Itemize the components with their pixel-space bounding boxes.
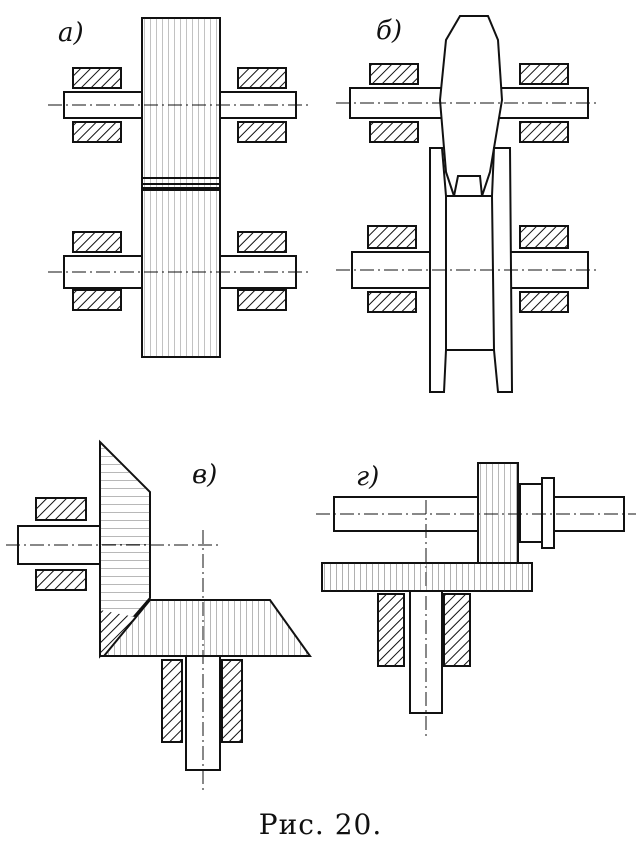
label-b: б) bbox=[376, 16, 403, 46]
axis-lines-g bbox=[316, 500, 636, 736]
bearing-blocks-g bbox=[377, 593, 471, 667]
spur-gear-upper bbox=[141, 17, 221, 191]
label-v: в) bbox=[192, 460, 218, 490]
figure-caption: Рис. 20. bbox=[258, 808, 383, 841]
large-gear-g bbox=[321, 562, 533, 592]
axis-lines-b bbox=[336, 102, 600, 271]
diagram-b-grooved-wheels bbox=[336, 15, 600, 393]
bearing-blocks-v bbox=[35, 497, 243, 743]
bevel-gear-horizontal bbox=[101, 599, 312, 657]
axis-lines-a bbox=[48, 104, 310, 273]
spur-gear-lower bbox=[141, 189, 221, 358]
axis-lines-v bbox=[6, 530, 220, 790]
pinion-gear bbox=[477, 462, 519, 564]
label-g: г) bbox=[356, 462, 380, 492]
diagram-v-bevel-gears bbox=[6, 439, 312, 790]
bearing-blocks-a bbox=[72, 67, 287, 311]
lower-grooved-wheel bbox=[429, 147, 514, 393]
diagram-g-pinion-gear bbox=[316, 462, 636, 736]
diagram-a-spur-gears bbox=[48, 17, 310, 358]
bearing-blocks-b bbox=[367, 63, 569, 313]
label-a: а) bbox=[58, 18, 84, 48]
bevel-gear-vertical bbox=[99, 439, 151, 659]
